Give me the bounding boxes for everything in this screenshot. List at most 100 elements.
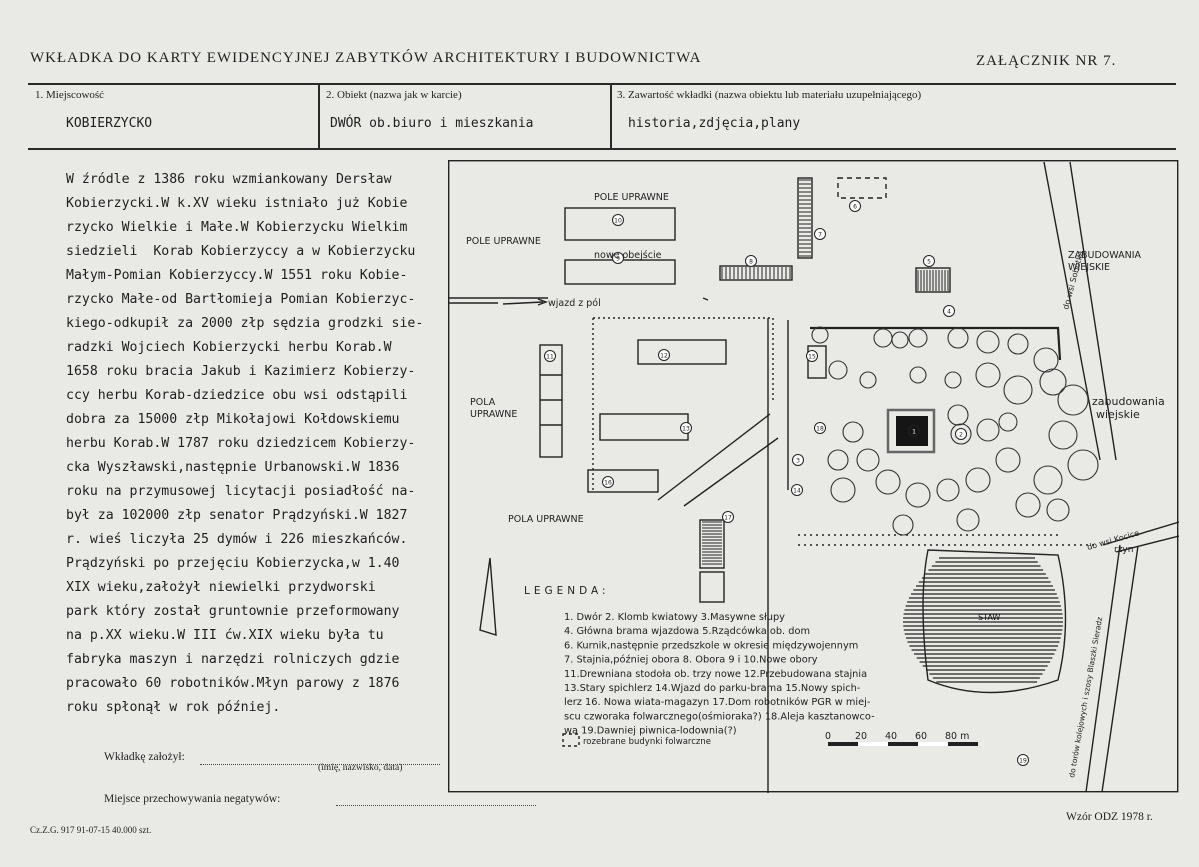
road-line <box>1102 521 1179 546</box>
legend-item: 6. Kurnik,następnie przedszkole w okresi… <box>564 640 858 651</box>
svg-text:7: 7 <box>818 232 822 239</box>
svg-text:19: 19 <box>1019 758 1027 765</box>
svg-text:13: 13 <box>682 426 690 433</box>
founder-hint: (imię, nazwisko, data) <box>318 763 403 773</box>
road-line <box>1043 161 1101 461</box>
tree-icon <box>956 508 980 532</box>
hatched-buildings <box>702 179 949 565</box>
marker-16: 16 <box>602 476 614 488</box>
tree-icon <box>830 477 856 503</box>
tree-icon <box>827 449 849 471</box>
building-13 <box>637 339 727 365</box>
tree-icon <box>947 404 969 426</box>
content-label: 3. Zawartość wkładki (nazwa obiektu lub … <box>617 89 922 101</box>
table-top-rule <box>28 83 1176 85</box>
content-value: historia,zdjęcia,plany <box>628 116 801 131</box>
label-wjazd: wjazd z pól <box>548 298 601 309</box>
label-pole-uprawne-top: POLE UPRAWNE <box>594 192 669 203</box>
marker-10: 10 <box>612 214 624 226</box>
pond <box>922 549 1067 694</box>
svg-text:18: 18 <box>816 426 824 433</box>
building-5 <box>915 267 951 293</box>
history-line: pracowało 60 robotników.Młyn parowy z 18… <box>66 676 400 691</box>
tree-icon <box>1057 384 1089 416</box>
legend-title: LEGENDA: <box>524 585 610 597</box>
north-arrow-icon <box>479 557 497 636</box>
history-line: siedzieli Korab Kobierzyccy a w Kobierzy… <box>66 244 416 259</box>
tree-icon <box>936 478 960 502</box>
courtyard-fence <box>593 317 774 400</box>
scale-tick: 80 m <box>945 731 969 742</box>
history-text: W źródle z 1386 roku wzmiankowany Dersła… <box>66 168 451 720</box>
marker-12: 12 <box>658 349 670 361</box>
scale-tick: 60 <box>915 731 927 742</box>
history-line: herbu Korab.W 1787 roku dziedzicem Kobie… <box>66 436 416 451</box>
history-line: dobra za 15000 złp Mikołajowi Kołdowskie… <box>66 412 400 427</box>
founder-label: Wkładkę założył: <box>104 751 185 763</box>
tree-icon <box>908 328 928 348</box>
marker-18: 18 <box>814 422 826 434</box>
label-pola-1: POLA <box>470 397 496 408</box>
tree-icon <box>1067 449 1099 481</box>
scale-bar <box>828 742 978 746</box>
label-staw: STAW <box>978 613 1000 622</box>
table-divider-1 <box>318 83 320 149</box>
history-line: Małym-Pomian Kobierzyccy.W 1551 roku Kob… <box>66 268 408 283</box>
history-line: ccy herbu Korab-dziedzice obu wsi odstąp… <box>66 388 408 403</box>
history-line: roku spłonął w rok później. <box>66 700 281 715</box>
tree-icon <box>1033 347 1059 373</box>
label-pola-2: UPRAWNE <box>470 409 517 420</box>
marker-7: 7 <box>814 228 826 240</box>
label-zab-lower-2: wiejskie <box>1096 408 1140 421</box>
marker-1: 1 <box>908 425 920 437</box>
history-line: roku na przymusowej licytacji posiadłość… <box>66 484 416 499</box>
road-line <box>1115 535 1179 553</box>
tree-icon <box>998 412 1018 432</box>
marker-13: 13 <box>680 422 692 434</box>
label-zab-lower-1: zabudowania <box>1092 395 1165 408</box>
history-line: Prądzyński po przejęciu Kobierzycka,w 1.… <box>66 556 400 571</box>
table-bottom-rule <box>28 148 1176 150</box>
building-17b <box>699 571 725 603</box>
history-line: 1658 roku bracia Jakub i Kazimierz Kobie… <box>66 364 416 379</box>
tree-icon <box>995 447 1021 473</box>
field-line <box>702 297 709 301</box>
history-line: rzycko Małe-od Bartłomieja Pomian Kobier… <box>66 292 416 307</box>
road-line <box>1085 544 1121 793</box>
tree-icon <box>859 371 877 389</box>
svg-text:12: 12 <box>660 353 668 360</box>
object-label: 2. Obiekt (nazwa jak w karcie) <box>326 89 462 101</box>
svg-text:14: 14 <box>793 488 801 495</box>
history-line: r. wieś liczyła 25 dymów i 226 mieszkańc… <box>66 532 408 547</box>
svg-text:16: 16 <box>604 480 612 487</box>
tree-icon <box>828 360 848 380</box>
building-6-removed <box>837 177 887 199</box>
tree-icon <box>1033 465 1063 495</box>
history-line: park który został gruntownie przeformowa… <box>66 604 400 619</box>
history-line: był za 102000 złp senator Prądzyński.W 1… <box>66 508 408 523</box>
marker-8: 8 <box>745 255 757 267</box>
tree-icon <box>1048 420 1078 450</box>
tree-icon <box>892 514 914 536</box>
marker-17: 17 <box>722 511 734 523</box>
legend-list: 1. Dwór 2. Klomb kwiatowy 3.Masywne słup… <box>564 611 875 737</box>
svg-text:5: 5 <box>927 259 931 266</box>
tree-icon <box>944 371 962 389</box>
legend-item: lerz 16. Nowa wiata-magazyn 17.Dom robot… <box>564 696 871 708</box>
history-line: Kobierzycki.W k.XV wieku istniało już Ko… <box>66 196 408 211</box>
label-rzyn: rzyn <box>1114 545 1133 555</box>
scale-tick: 20 <box>855 731 867 742</box>
attachment-number: ZAŁĄCZNIK NR 7. <box>976 53 1117 69</box>
tree-icon <box>873 328 893 348</box>
entry-arrow-head <box>537 298 548 306</box>
building-8 <box>719 265 793 281</box>
legend-item: 4. Główna brama wjazdowa 5.Rządcówka ob.… <box>564 625 810 637</box>
svg-text:10: 10 <box>614 218 622 225</box>
plan-frame <box>448 160 1179 793</box>
legend-dashed-label: rozebrane budynki folwarczne <box>583 737 711 747</box>
tree-icon <box>1003 375 1033 405</box>
marker-15: 15 <box>806 350 818 362</box>
park-trees <box>811 326 1099 536</box>
form-title: WKŁADKA DO KARTY EWIDENCYJNEJ ZABYTKÓW A… <box>30 50 702 66</box>
form-id: Wzór ODZ 1978 r. <box>1066 811 1153 823</box>
